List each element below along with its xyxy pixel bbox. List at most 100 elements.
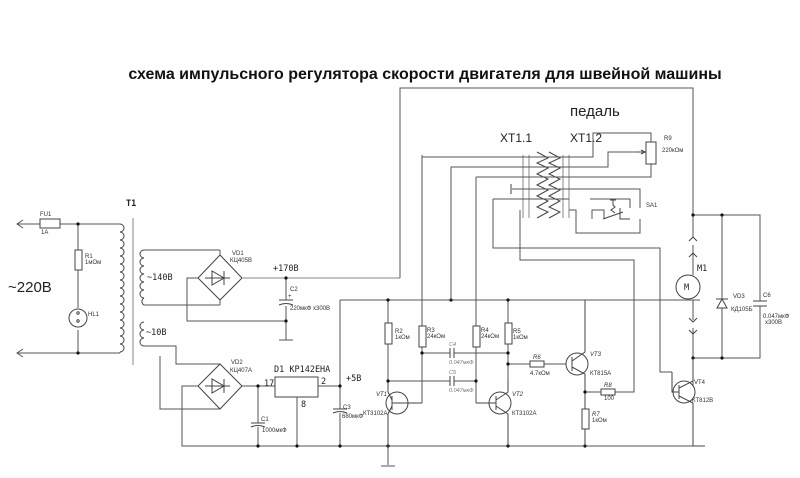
vd1-value: КЦ405В bbox=[230, 258, 252, 264]
resistor-r3 bbox=[418, 325, 427, 348]
vt2-leads bbox=[476, 380, 509, 446]
d1-ref: D1 КР142ЕНА bbox=[274, 365, 330, 375]
motor-section: M M1 VD3 КД105Б C6 0.047мкФ x300В VT4 КТ… bbox=[671, 213, 790, 447]
pedal-line-4 bbox=[512, 188, 641, 208]
pedal-line-7 bbox=[569, 209, 641, 234]
vt2-ref: VT2 bbox=[512, 392, 524, 398]
connector-xt1-2-label: XT1.2 bbox=[570, 131, 602, 145]
vt1-ref: VT1 bbox=[376, 392, 387, 398]
pedal-label: педаль bbox=[570, 103, 620, 120]
r8-value: 100 bbox=[604, 396, 615, 402]
r3-value: 24кОм bbox=[427, 334, 445, 340]
vd3-ref: VD3 bbox=[733, 294, 745, 300]
pedal-assembly: педаль XT1.1 XT1.2 R9 220кОм SA1 bbox=[422, 103, 683, 373]
mains-arrow-top-icon bbox=[16, 219, 24, 229]
vd2-ref: VD2 bbox=[231, 360, 243, 366]
c5-ref: C5 bbox=[449, 370, 457, 376]
junction-dot bbox=[76, 351, 80, 355]
resistor-r5 bbox=[504, 322, 513, 345]
mains-voltage-label: ~220В bbox=[8, 279, 52, 296]
ground-symbol-icon bbox=[381, 446, 395, 467]
r7-value: 1кОм bbox=[592, 418, 607, 424]
vt1-leads bbox=[387, 381, 422, 446]
junction-dots bbox=[386, 298, 587, 394]
fuse-fu1 bbox=[39, 218, 61, 229]
regulator-d1 bbox=[274, 376, 319, 398]
transistor-vt3 bbox=[565, 352, 589, 376]
mains-arrow-bottom-icon bbox=[16, 348, 24, 358]
sa1-ref: SA1 bbox=[646, 203, 658, 209]
r5-value: 1кОм bbox=[513, 335, 528, 341]
r4-value: 24кОм bbox=[481, 334, 499, 340]
c3-ref: C3 bbox=[343, 405, 351, 411]
capacitor-c3 bbox=[332, 408, 348, 414]
vt4-leads bbox=[671, 358, 705, 447]
lv-ac-wire-1 bbox=[144, 345, 220, 365]
r9-value: 220кОм bbox=[662, 148, 683, 154]
c4-value: 0.047мкФ bbox=[449, 360, 474, 366]
resistor-r8 bbox=[600, 388, 616, 396]
r5-ref: R5 bbox=[513, 329, 521, 335]
lamp-contact-icon bbox=[76, 319, 80, 323]
pedal-line-3 bbox=[476, 164, 652, 178]
pedal-line-1 bbox=[422, 132, 652, 158]
vd1-ac-wires bbox=[144, 249, 220, 306]
r6-ref: R6 bbox=[533, 355, 541, 361]
secondary-140-winding-icon bbox=[139, 249, 146, 306]
switch-sa1 bbox=[602, 199, 630, 220]
c2-ground bbox=[279, 322, 293, 341]
r7-ref: R7 bbox=[592, 412, 600, 418]
winding-10-label: ~10В bbox=[146, 328, 166, 338]
bridge-vd2 bbox=[197, 363, 243, 410]
capacitor-c6 bbox=[753, 300, 767, 307]
motor-symbol: M bbox=[684, 283, 689, 293]
capacitor-c5 bbox=[449, 376, 455, 386]
vd3-value: КД105Б bbox=[731, 307, 753, 313]
c3-value: 680мкФ bbox=[342, 414, 364, 420]
wiper-arrow-icon bbox=[637, 149, 647, 155]
connector-xt1-body bbox=[522, 155, 570, 218]
vt1-value: КТ3102А bbox=[363, 411, 388, 417]
lamp-hl1 bbox=[68, 308, 88, 328]
c1-value: 1000мкФ bbox=[262, 428, 287, 434]
diode-vd3 bbox=[716, 297, 728, 309]
pedal-line-6 bbox=[519, 210, 635, 300]
r4-ref: R4 bbox=[481, 328, 489, 334]
potentiometer-r9 bbox=[645, 141, 657, 165]
vt2-value: КТ3102А bbox=[512, 411, 537, 417]
lv-supply: VD2 КЦ407А C1 1000мкФ D1 КР142ЕНА 17 2 8… bbox=[144, 300, 705, 467]
c2-value: 220мкФ x300В bbox=[290, 306, 330, 312]
vt3-ref: VT3 bbox=[590, 352, 602, 358]
junction-dot bbox=[76, 222, 80, 226]
lv-rail-label: +5В bbox=[346, 374, 361, 384]
sa1-wires bbox=[590, 198, 631, 219]
resistor-r4 bbox=[472, 325, 481, 348]
diode-symbol-icon bbox=[205, 270, 230, 286]
c1-ref: C1 bbox=[261, 417, 269, 423]
hl1-ref: HL1 bbox=[88, 312, 100, 318]
r3-ref: R3 bbox=[427, 328, 435, 334]
r1-value: 1мОм bbox=[85, 260, 101, 266]
lv-ac-wire-2 bbox=[159, 356, 220, 410]
connector-xt1-1-label: XT1.1 bbox=[500, 131, 532, 145]
multivibrator: R2 1кОм R3 24кОм R4 24кОм R5 1кОм C4 0.0… bbox=[340, 155, 700, 446]
r9-ref: R9 bbox=[664, 136, 672, 142]
vt4-value: КТ812В bbox=[692, 398, 713, 404]
m1-ref: M1 bbox=[697, 264, 707, 274]
c2-plus: + bbox=[288, 294, 292, 300]
connector-pins-icon bbox=[535, 151, 550, 219]
lamp-contact-icon bbox=[76, 311, 80, 315]
c6-voltage: x300В bbox=[765, 320, 782, 326]
vd1-ref: VD1 bbox=[232, 251, 244, 257]
d1-pin-in: 17 bbox=[264, 379, 274, 389]
junction-dot bbox=[284, 319, 288, 323]
hv-to-motor-wire bbox=[399, 87, 694, 278]
c4-ref: C4 bbox=[449, 342, 456, 348]
resistor-r1 bbox=[74, 249, 83, 271]
r2-ref: R2 bbox=[395, 329, 403, 335]
resistor-r6 bbox=[529, 360, 545, 368]
capacitor-c1 bbox=[250, 422, 266, 428]
motor-m1 bbox=[675, 274, 701, 300]
